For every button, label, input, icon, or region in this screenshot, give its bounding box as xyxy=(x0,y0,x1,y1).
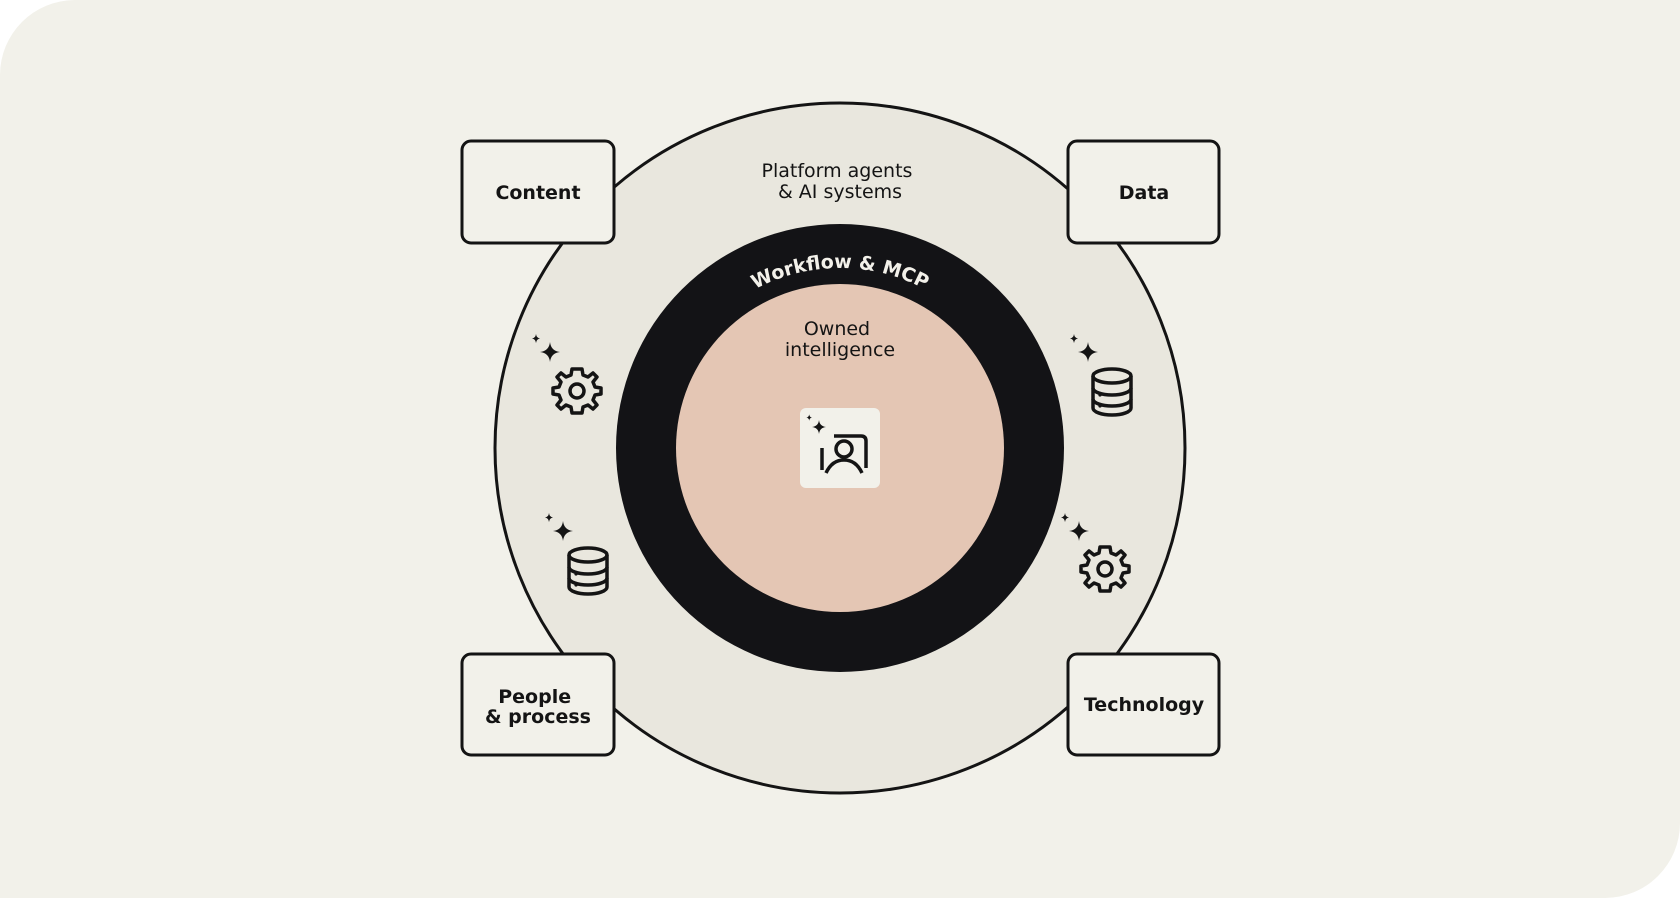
ai-person-icon xyxy=(800,408,880,488)
svg-text:Content: Content xyxy=(495,182,580,204)
svg-text:Technology: Technology xyxy=(1084,694,1205,716)
corner-box-data: Data xyxy=(1066,139,1221,245)
corner-box-content: Content xyxy=(460,139,616,245)
corner-box-technology: Technology xyxy=(1066,652,1221,757)
svg-text:People & process: People & process xyxy=(485,686,591,728)
corner-box-people-process: People & process xyxy=(460,652,616,757)
outer-ring-label: Platform agents & AI systems xyxy=(762,160,919,203)
svg-text:Data: Data xyxy=(1119,182,1170,204)
core-label: Owned intelligence xyxy=(785,318,895,361)
